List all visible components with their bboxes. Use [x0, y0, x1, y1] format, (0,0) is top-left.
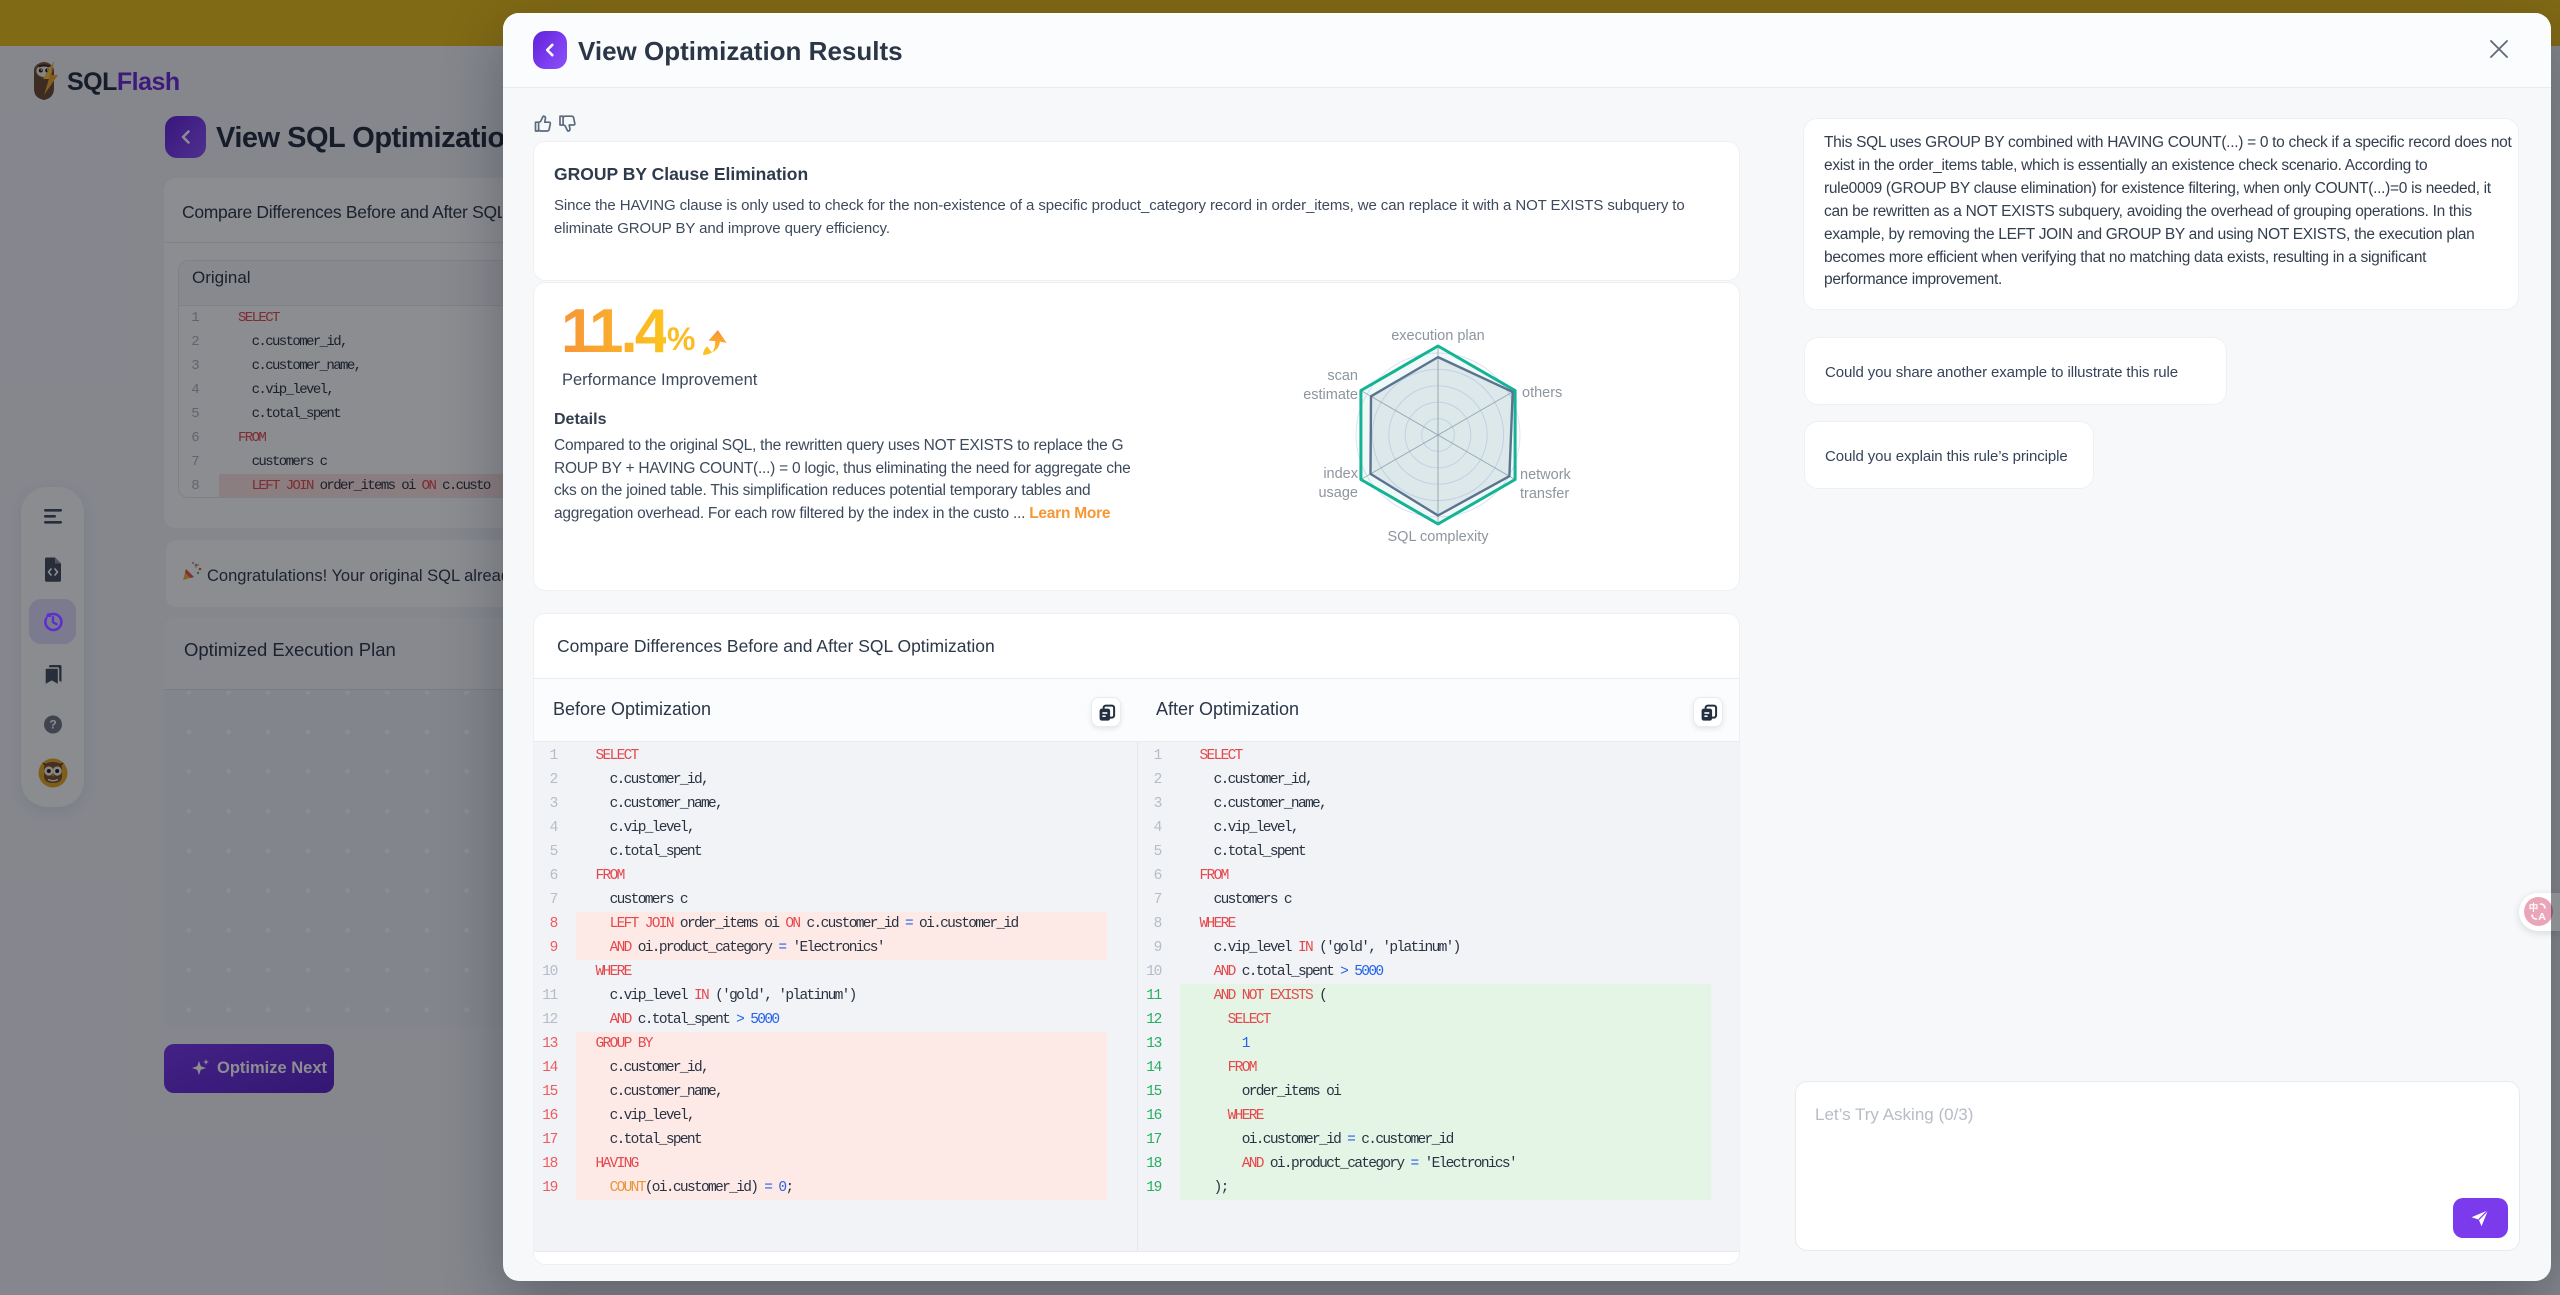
svg-text:?: ? — [49, 718, 56, 732]
svg-text:中: 中 — [2529, 902, 2539, 914]
svg-text:execution plan: execution plan — [1391, 328, 1485, 344]
svg-text:A: A — [2538, 911, 2546, 922]
svg-text:index: index — [1323, 466, 1358, 482]
svg-text:scan: scan — [1327, 368, 1358, 384]
svg-text:estimate: estimate — [1303, 387, 1358, 403]
svg-text:others: others — [1522, 385, 1562, 401]
svg-text:network: network — [1520, 467, 1572, 483]
svg-text:transfer: transfer — [1520, 486, 1569, 502]
svg-text:usage: usage — [1318, 485, 1358, 501]
svg-text:SQL complexity: SQL complexity — [1388, 529, 1490, 545]
